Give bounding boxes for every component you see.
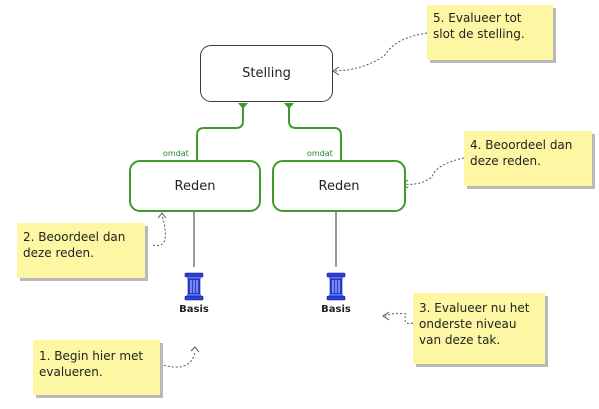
note-pointer-1	[159, 351, 196, 368]
note-4-line-1: 4. Beoordeel dan	[470, 138, 573, 152]
note-2-line-1: 2. Beoordeel dan	[23, 230, 126, 244]
support-arrow-left	[238, 103, 248, 109]
note-pointer-3	[384, 312, 414, 325]
note-3[interactable]: 3. Evalueer nu het onderste niveau van d…	[413, 293, 545, 364]
link-label-right: omdat	[307, 149, 333, 158]
link-label-left: omdat	[163, 149, 189, 158]
note-1-line-1: 1. Begin hier met	[39, 349, 144, 363]
note-5-line-2: slot de stelling.	[433, 27, 525, 41]
claim-label: Stelling	[242, 66, 291, 81]
note-arrowhead-2	[157, 212, 167, 219]
note-5-line-1: 5. Evalueer tot	[433, 11, 522, 25]
basis-label-right: Basis	[321, 304, 351, 315]
note-arrowhead-3	[382, 311, 390, 321]
reason-label-left: Reden	[174, 178, 216, 194]
support-line-left	[196, 103, 244, 160]
pillar-icon	[184, 272, 204, 301]
basis-right[interactable]: Basis	[316, 272, 356, 315]
note-arrowhead-5	[332, 66, 340, 76]
note-2-line-2: deze reden.	[23, 246, 94, 260]
support-line-right	[288, 103, 342, 160]
note-pointer-2	[152, 214, 166, 247]
reason-box-right[interactable]: Reden	[272, 160, 406, 212]
basis-left[interactable]: Basis	[174, 272, 214, 315]
note-4[interactable]: 4. Beoordeel dan deze reden.	[464, 131, 592, 186]
note-4-line-2: deze reden.	[470, 154, 541, 168]
pillar-icon	[326, 272, 346, 301]
note-3-line-1: 3. Evalueer nu het	[419, 301, 530, 315]
reason-box-left[interactable]: Reden	[129, 160, 261, 212]
note-3-line-2: onderste niveau	[419, 317, 517, 331]
claim-box[interactable]: Stelling	[200, 45, 333, 102]
basis-label-left: Basis	[179, 304, 209, 315]
note-pointer-4	[402, 157, 465, 185]
note-2[interactable]: 2. Beoordeel dan deze reden.	[17, 223, 145, 278]
note-3-line-3: van deze tak.	[419, 333, 501, 347]
note-1-line-2: evalueren.	[39, 365, 103, 379]
note-5[interactable]: 5. Evalueer tot slot de stelling.	[427, 5, 553, 60]
note-1[interactable]: 1. Begin hier met evalueren.	[33, 340, 160, 395]
reason-label-right: Reden	[318, 178, 360, 194]
note-arrowhead-1	[190, 346, 200, 353]
support-arrow-right	[284, 103, 294, 109]
note-pointer-5	[333, 32, 428, 72]
